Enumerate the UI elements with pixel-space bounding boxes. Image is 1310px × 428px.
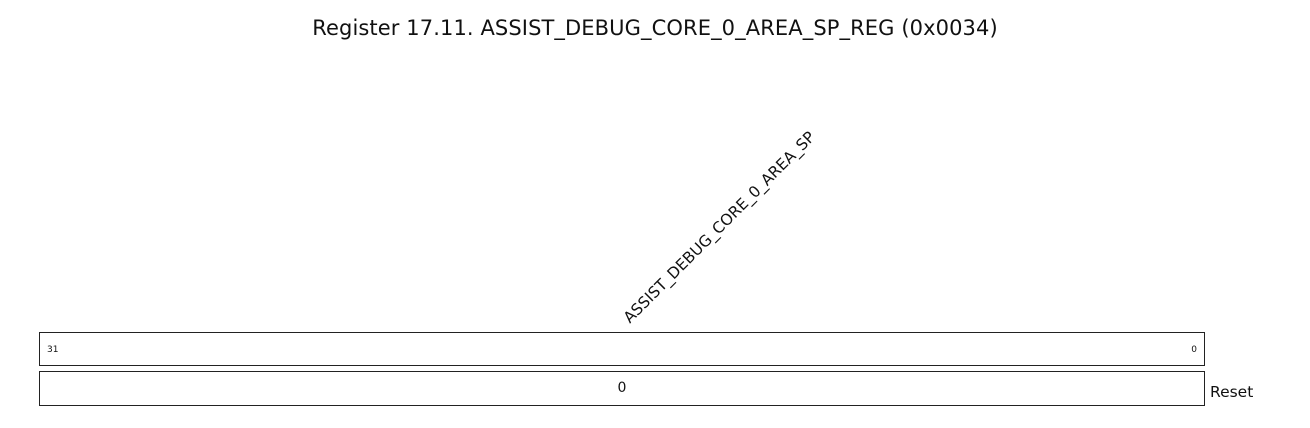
reset-value: 0 — [617, 380, 627, 396]
bit-high-label: 31 — [47, 345, 59, 355]
register-title: Register 17.11. ASSIST_DEBUG_CORE_0_AREA… — [312, 16, 998, 40]
reset-value-row: 0 — [39, 371, 1205, 406]
field-name-label: ASSIST_DEBUG_CORE_0_AREA_SP — [620, 128, 819, 327]
bit-range-row: 31 0 — [39, 332, 1205, 366]
reset-label: Reset — [1210, 383, 1254, 401]
bit-low-label: 0 — [1191, 345, 1197, 355]
